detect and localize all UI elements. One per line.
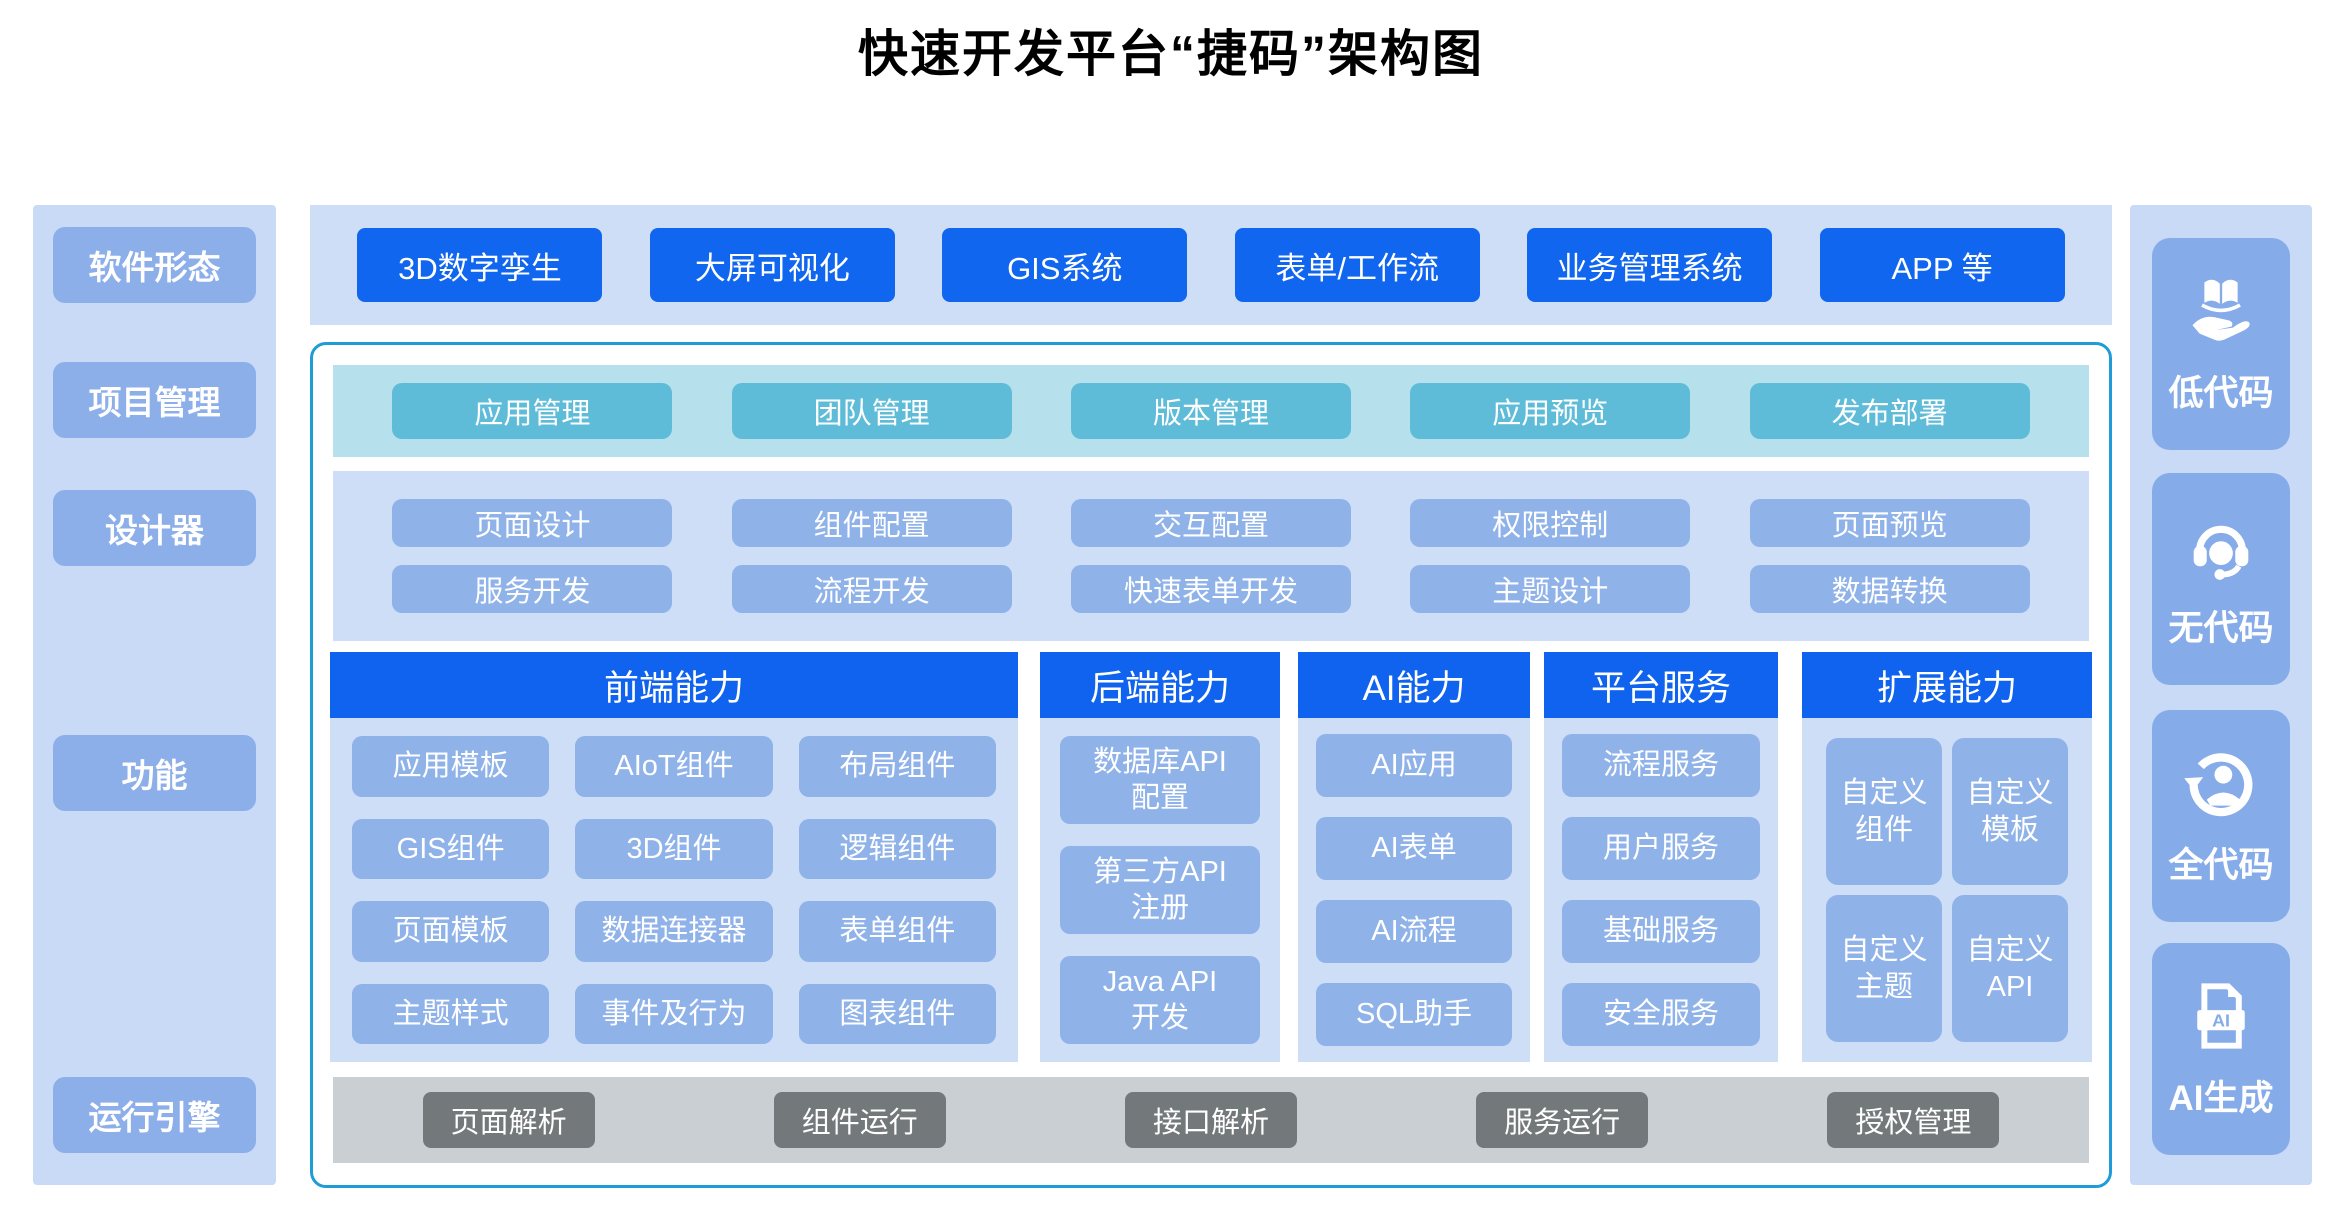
runtime-engine-block: 接口解析	[1124, 1092, 1297, 1148]
right-item-label: AI生成	[2168, 1078, 2274, 1118]
right-item-no-code: 无代码	[2152, 473, 2290, 685]
capability-column-frontend: 前端能力 应用模板 AIoT组件 布局组件 GIS组件 3D组件 逻辑组件 页面…	[330, 652, 1018, 1062]
designer-block: 快速表单开发	[1070, 565, 1351, 613]
designer-panel: 页面设计 组件配置 交互配置 权限控制 页面预览 服务开发 流程开发 快速表单开…	[333, 471, 2089, 641]
sidebar-item-software-forms: 软件形态	[53, 227, 256, 303]
software-form-block: 3D数字孪生	[357, 228, 603, 302]
designer-row-2: 服务开发 流程开发 快速表单开发 主题设计 数据转换	[333, 565, 2089, 613]
capability-block: 事件及行为	[575, 983, 773, 1044]
sidebar-item-runtime-engine: 运行引擎	[53, 1077, 256, 1153]
designer-row-1: 页面设计 组件配置 交互配置 权限控制 页面预览	[333, 499, 2089, 547]
capability-block: Java API 开发	[1060, 956, 1260, 1044]
sidebar-item-designer: 设计器	[53, 490, 256, 566]
capability-body-backend: 数据库API 配置 第三方API 注册 Java API 开发	[1040, 718, 1280, 1062]
capability-column-extend: 扩展能力 自定义 组件 自定义 模板 自定义 主题 自定义 API	[1802, 652, 2092, 1062]
left-sidebar: 软件形态 项目管理 设计器 功能 运行引擎	[33, 205, 276, 1185]
project-management-block: 应用管理	[392, 383, 673, 439]
capability-block: AI应用	[1316, 734, 1512, 797]
software-form-block: 业务管理系统	[1527, 228, 1773, 302]
right-item-label: 无代码	[2168, 608, 2274, 648]
book-hand-icon	[2183, 273, 2259, 349]
software-form-block: 大屏可视化	[649, 228, 895, 302]
sidebar-item-functions: 功能	[53, 735, 256, 811]
capability-block: 自定义 主题	[1826, 895, 1942, 1042]
capability-block: 3D组件	[575, 818, 773, 879]
runtime-engine-block: 组件运行	[773, 1092, 946, 1148]
runtime-engine-block: 页面解析	[422, 1092, 595, 1148]
svg-text:AI: AI	[2212, 1010, 2230, 1030]
capability-block: 自定义 组件	[1826, 738, 1942, 885]
software-form-block: 表单/工作流	[1234, 228, 1480, 302]
right-item-full-code: 全代码	[2152, 710, 2290, 922]
capability-block: 表单组件	[798, 901, 996, 962]
capability-body-frontend: 应用模板 AIoT组件 布局组件 GIS组件 3D组件 逻辑组件 页面模板 数据…	[330, 718, 1018, 1062]
capability-block: SQL助手	[1316, 983, 1512, 1046]
right-item-label: 低代码	[2168, 373, 2274, 413]
capability-header-ai: AI能力	[1298, 652, 1530, 718]
capability-block: 数据库API 配置	[1060, 736, 1260, 824]
capability-block: 数据连接器	[575, 901, 773, 962]
software-form-block: GIS系统	[942, 228, 1188, 302]
capability-column-platform: 平台服务 流程服务 用户服务 基础服务 安全服务	[1544, 652, 1778, 1062]
software-forms-row: 3D数字孪生 大屏可视化 GIS系统 表单/工作流 业务管理系统 APP 等	[310, 205, 2112, 325]
platform-box: 应用管理 团队管理 版本管理 应用预览 发布部署 页面设计 组件配置 交互配置	[310, 342, 2112, 1188]
project-management-block: 应用预览	[1410, 383, 1691, 439]
capability-header-extend: 扩展能力	[1802, 652, 2092, 718]
capability-body-platform: 流程服务 用户服务 基础服务 安全服务	[1544, 718, 1778, 1062]
project-management-block: 发布部署	[1749, 383, 2030, 439]
person-sync-icon	[2183, 745, 2259, 821]
project-management-row: 应用管理 团队管理 版本管理 应用预览 发布部署	[333, 365, 2089, 457]
right-item-low-code: 低代码	[2152, 238, 2290, 450]
capability-block: AI流程	[1316, 900, 1512, 963]
right-sidebar: 低代码 无代码	[2130, 205, 2312, 1185]
capability-column-ai: AI能力 AI应用 AI表单 AI流程 SQL助手	[1298, 652, 1530, 1062]
runtime-engine-row: 页面解析 组件运行 接口解析 服务运行 授权管理	[333, 1077, 2089, 1163]
capability-block: 布局组件	[798, 736, 996, 797]
capability-block: GIS组件	[352, 818, 550, 879]
ai-document-icon: AI	[2183, 978, 2259, 1054]
capability-block: 自定义 模板	[1952, 738, 2068, 885]
capability-block: 图表组件	[798, 983, 996, 1044]
right-item-ai-generate: AI AI生成	[2152, 943, 2290, 1155]
headset-icon	[2183, 508, 2259, 584]
software-form-block: APP 等	[1819, 228, 2065, 302]
capability-block: 第三方API 注册	[1060, 846, 1260, 934]
capability-block: 基础服务	[1562, 900, 1760, 963]
capability-block: 逻辑组件	[798, 818, 996, 879]
capability-column-backend: 后端能力 数据库API 配置 第三方API 注册 Java API 开发	[1040, 652, 1280, 1062]
capability-header-backend: 后端能力	[1040, 652, 1280, 718]
capability-body-ai: AI应用 AI表单 AI流程 SQL助手	[1298, 718, 1530, 1062]
designer-block: 页面设计	[392, 499, 673, 547]
capability-block: AI表单	[1316, 817, 1512, 880]
capability-header-platform: 平台服务	[1544, 652, 1778, 718]
capability-block: 流程服务	[1562, 734, 1760, 797]
project-management-block: 团队管理	[731, 383, 1012, 439]
capability-block: 应用模板	[352, 736, 550, 797]
sidebar-item-project-management: 项目管理	[53, 362, 256, 438]
capability-header-frontend: 前端能力	[330, 652, 1018, 718]
capability-block: 用户服务	[1562, 817, 1760, 880]
designer-block: 服务开发	[392, 565, 673, 613]
designer-block: 交互配置	[1070, 499, 1351, 547]
designer-block: 数据转换	[1749, 565, 2030, 613]
page-title: 快速开发平台“捷码”架构图	[858, 26, 1484, 82]
runtime-engine-block: 服务运行	[1476, 1092, 1649, 1148]
designer-block: 权限控制	[1410, 499, 1691, 547]
designer-block: 主题设计	[1410, 565, 1691, 613]
runtime-engine-block: 授权管理	[1827, 1092, 2000, 1148]
capability-body-extend: 自定义 组件 自定义 模板 自定义 主题 自定义 API	[1802, 718, 2092, 1062]
capability-block: 主题样式	[352, 983, 550, 1044]
designer-block: 组件配置	[731, 499, 1012, 547]
designer-block: 页面预览	[1749, 499, 2030, 547]
designer-block: 流程开发	[731, 565, 1012, 613]
capability-block: 自定义 API	[1952, 895, 2068, 1042]
right-item-label: 全代码	[2168, 845, 2274, 885]
capability-block: 安全服务	[1562, 983, 1760, 1046]
project-management-block: 版本管理	[1070, 383, 1351, 439]
capability-block: 页面模板	[352, 901, 550, 962]
capability-block: AIoT组件	[575, 736, 773, 797]
